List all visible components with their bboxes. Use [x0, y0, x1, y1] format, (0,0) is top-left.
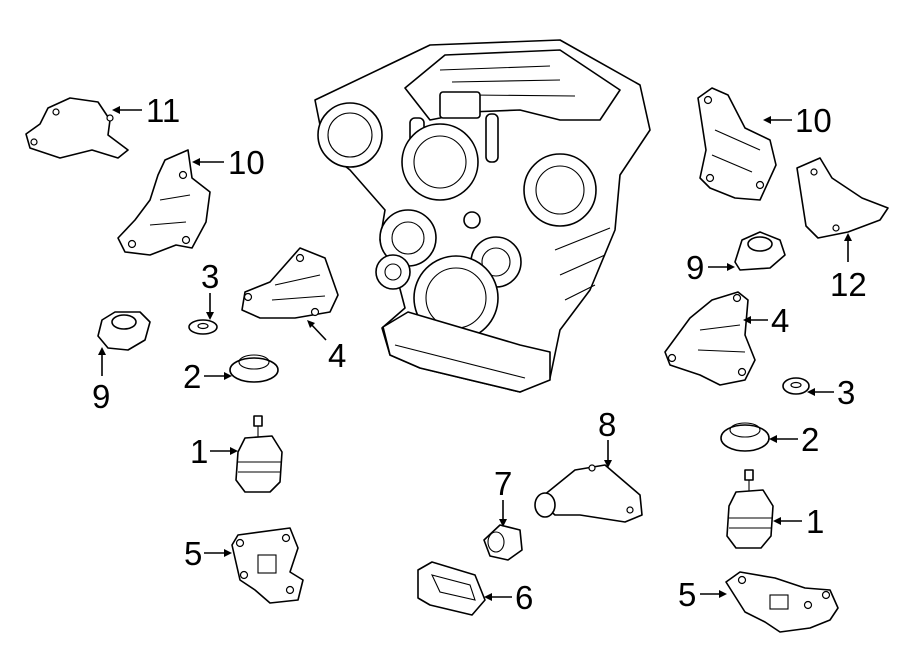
callout-10-right: 10 — [795, 102, 832, 139]
engine-block — [314, 39, 651, 393]
part-3-washer-left — [188, 319, 218, 335]
callout-4-left: 4 — [328, 337, 346, 374]
callout-2-left: 2 — [183, 358, 201, 395]
part-1-mount-right — [726, 469, 774, 549]
callout-11: 11 — [146, 92, 180, 129]
callout-1-left: 1 — [190, 433, 208, 470]
part-12-bracket — [796, 157, 889, 239]
part-4-bracket-left — [241, 247, 339, 319]
part-5-bracket-left — [231, 527, 304, 604]
part-10-bracket-right — [697, 87, 777, 201]
callout-5-left: 5 — [184, 535, 202, 572]
part-9-mount-right — [734, 231, 786, 271]
callout-9-left: 9 — [92, 378, 110, 415]
part-2-cushion-left — [229, 354, 279, 383]
callout-3-left: 3 — [201, 258, 219, 295]
callout-8: 8 — [598, 406, 616, 443]
part-10-bracket-left — [117, 149, 211, 256]
callout-7: 7 — [494, 465, 512, 502]
part-5-bracket-right — [725, 571, 839, 633]
callout-5-right: 5 — [678, 576, 696, 613]
callout-6: 6 — [515, 579, 533, 616]
part-3-washer-right — [782, 377, 810, 395]
callout-4-right: 4 — [771, 302, 789, 339]
part-8-mount — [534, 464, 643, 523]
leader-lines — [98, 106, 852, 601]
part-7-bushing — [483, 524, 523, 561]
part-6-mount — [417, 561, 486, 616]
part-4-bracket-right — [664, 291, 756, 386]
callout-3-right: 3 — [837, 374, 855, 411]
part-2-cushion-right — [720, 422, 770, 452]
callout-9-right: 9 — [686, 249, 704, 286]
callout-2-right: 2 — [801, 421, 819, 458]
part-9-mount-left — [97, 311, 151, 351]
part-11-bracket — [25, 97, 129, 159]
callout-12: 12 — [830, 266, 867, 303]
callout-10-left: 10 — [228, 144, 265, 181]
callout-1-right: 1 — [806, 503, 824, 540]
part-1-mount-left — [235, 415, 283, 493]
